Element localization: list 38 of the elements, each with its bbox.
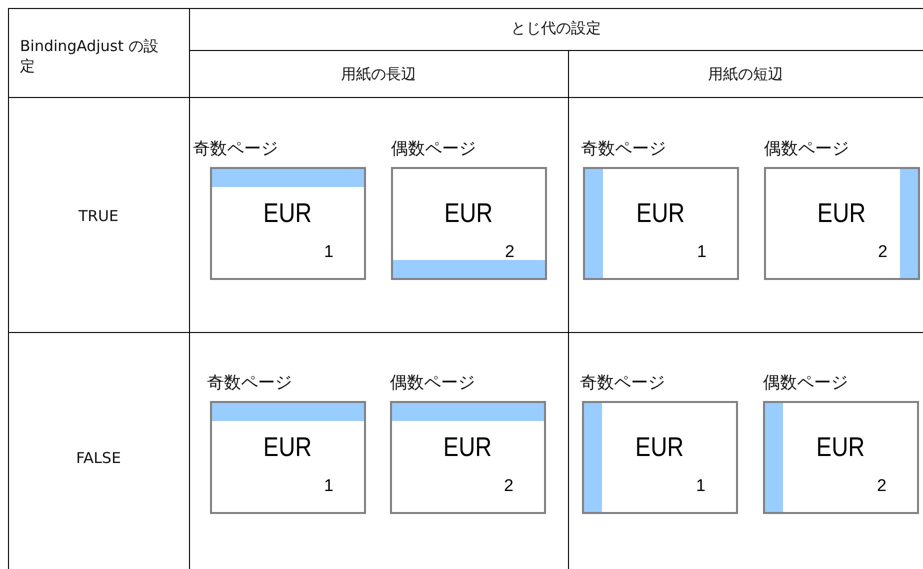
page-number: 2 bbox=[878, 242, 888, 262]
binding-margin-band bbox=[392, 403, 544, 421]
page-label: 奇数ページ bbox=[580, 372, 665, 394]
binding-margin-band bbox=[900, 169, 918, 278]
binding-margin-band bbox=[212, 403, 364, 421]
page-number: 1 bbox=[696, 476, 706, 496]
page-number: 1 bbox=[324, 476, 334, 496]
page-label: 奇数ページ bbox=[207, 372, 292, 394]
table-header-text: BindingAdjust の設定 bbox=[20, 36, 160, 76]
table-header-text: 用紙の長辺 bbox=[340, 64, 417, 84]
page-number: 1 bbox=[324, 242, 334, 262]
page-number: 1 bbox=[697, 242, 706, 262]
binding-margin-band bbox=[584, 403, 602, 512]
binding-margin-band bbox=[393, 260, 545, 278]
page-number: 2 bbox=[877, 476, 886, 496]
table-header-text: TRUE bbox=[77, 206, 120, 226]
page-content-text: EUR bbox=[636, 197, 686, 229]
page-label: 偶数ページ bbox=[390, 372, 475, 394]
page-label: 奇数ページ bbox=[193, 138, 278, 160]
binding-margin-band bbox=[765, 403, 783, 512]
page-label: 奇数ページ bbox=[581, 138, 666, 160]
page-label: 偶数ページ bbox=[391, 138, 476, 160]
page-number: 2 bbox=[505, 242, 514, 262]
page-content-text: EUR bbox=[264, 197, 312, 229]
binding-margin-band bbox=[212, 169, 364, 187]
binding-margin-band bbox=[585, 169, 603, 278]
page-content-text: EUR bbox=[816, 431, 866, 463]
page-content-text: EUR bbox=[444, 197, 494, 229]
page-content-text: EUR bbox=[818, 197, 866, 229]
page-content-text: EUR bbox=[264, 431, 312, 463]
table-header-text: FALSE bbox=[75, 448, 122, 468]
page-content-text: EUR bbox=[444, 431, 492, 463]
page-label: 偶数ページ bbox=[763, 372, 848, 394]
table-header-text: とじ代の設定 bbox=[510, 18, 602, 38]
page-label: 偶数ページ bbox=[764, 138, 849, 160]
table-header-text: 用紙の短辺 bbox=[707, 64, 784, 84]
page-content-text: EUR bbox=[636, 431, 684, 463]
page-number: 2 bbox=[504, 476, 514, 496]
